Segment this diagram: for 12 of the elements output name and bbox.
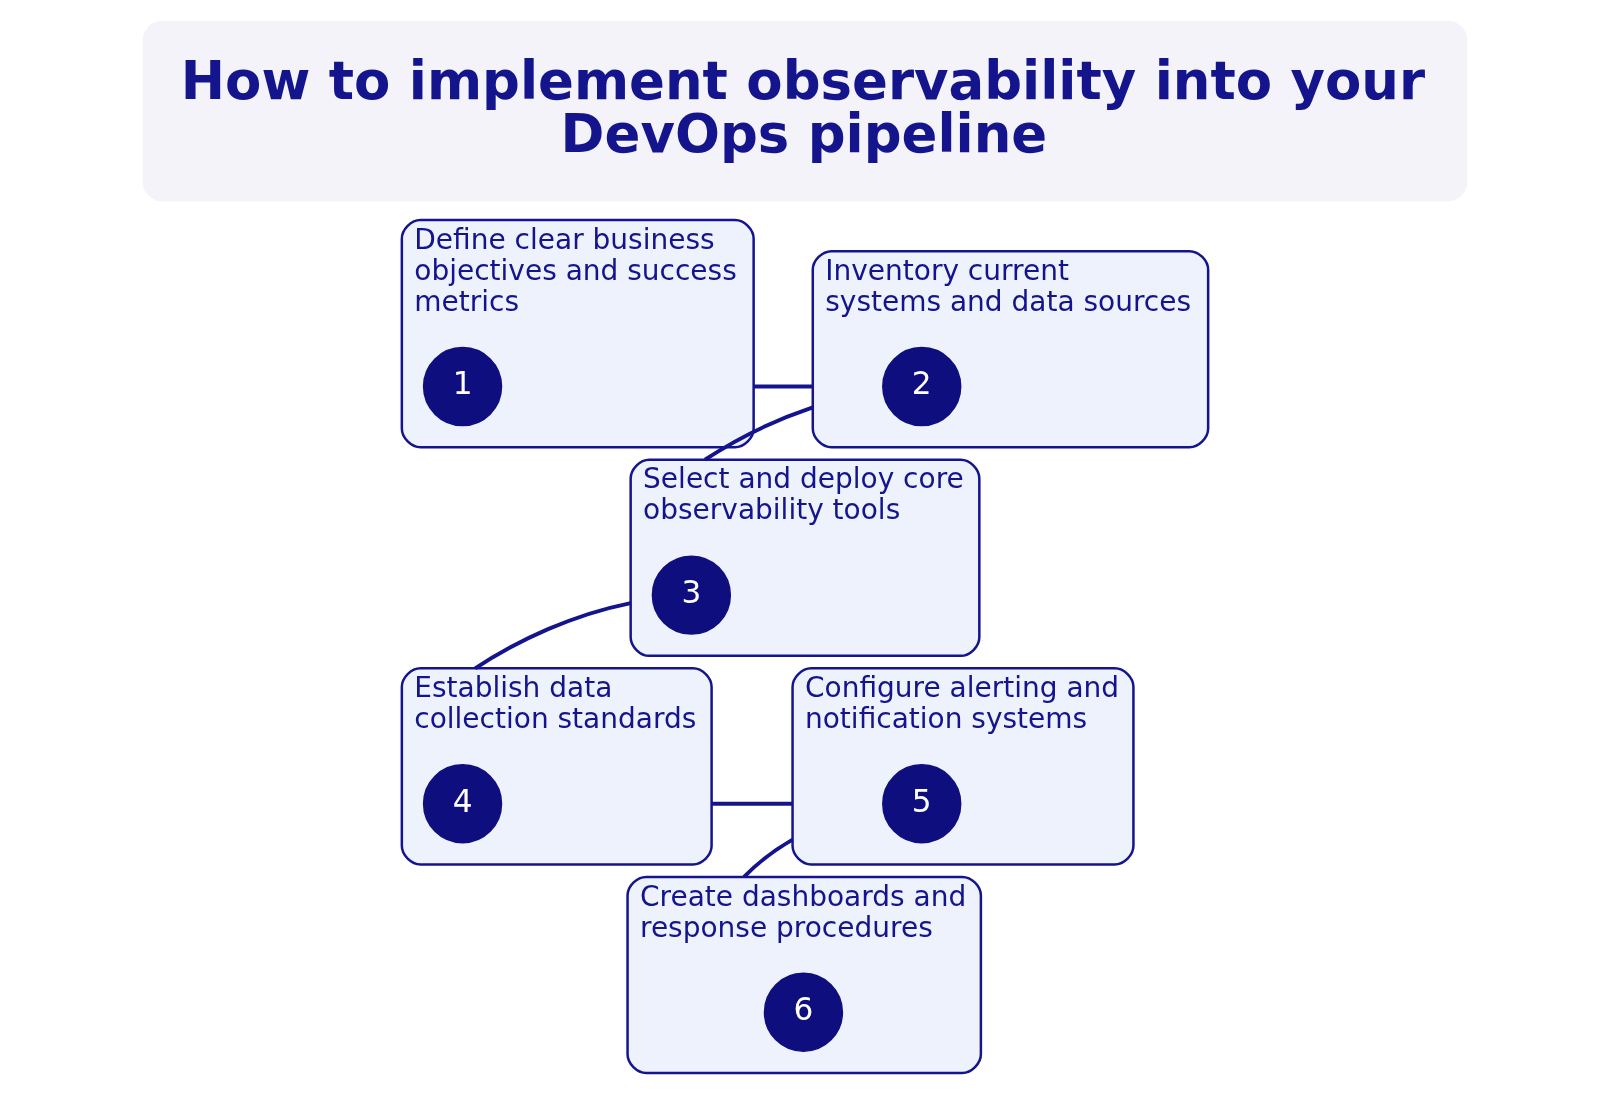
connector: [753, 384, 813, 389]
diagram-title: How to implement observability into your DevOps pipeline: [180, 49, 1426, 164]
node-circle: 1: [422, 346, 503, 427]
node-circle: 2: [882, 346, 962, 427]
node-circle: 5: [882, 764, 962, 844]
node-circle: 3: [651, 555, 732, 635]
connector: [742, 837, 794, 879]
connector: [703, 405, 814, 462]
connector: [474, 601, 632, 670]
node-circle: 4: [422, 764, 503, 844]
node-circle: 6: [763, 972, 844, 1052]
connector: [711, 801, 793, 806]
